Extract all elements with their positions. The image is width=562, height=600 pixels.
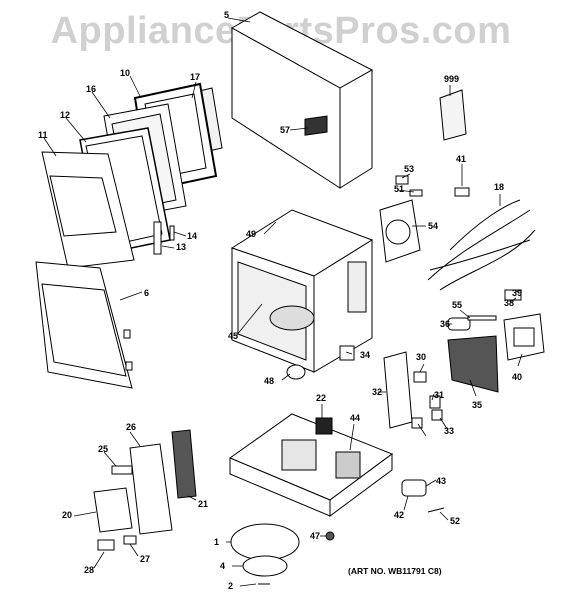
callout-49: 49 (246, 229, 256, 239)
callout-38: 38 (504, 298, 514, 308)
callout-25: 25 (98, 444, 108, 454)
callout-33: 33 (444, 426, 454, 436)
turntable-motor (286, 364, 306, 380)
leader-lines (43, 17, 523, 587)
roller-ring (242, 555, 288, 577)
callout-54: 54 (428, 221, 438, 231)
callout-48: 48 (264, 376, 274, 386)
callout-43: 43 (436, 476, 446, 486)
callout-14: 14 (187, 231, 197, 241)
callout-55: 55 (452, 300, 462, 310)
callout-26: 26 (126, 422, 136, 432)
lever (429, 395, 441, 409)
callout-57: 57 (280, 125, 290, 135)
bracket (97, 539, 115, 551)
base-plate (228, 413, 394, 517)
callout-39: 39 (512, 288, 522, 298)
control-panel (129, 443, 173, 535)
callout-10: 10 (120, 68, 130, 78)
turntable-tray (230, 523, 300, 561)
callout-18: 18 (494, 182, 504, 192)
callout-35: 35 (472, 400, 482, 410)
callout-22: 22 (316, 393, 326, 403)
callout-13: 13 (176, 242, 186, 252)
wire-harness (427, 199, 536, 291)
micro-switch-upper (413, 371, 427, 383)
callout-5: 5 (224, 10, 229, 20)
callout-20: 20 (62, 510, 72, 520)
callout-30: 30 (416, 352, 426, 362)
callout-53: 53 (404, 164, 414, 174)
switch-33 (431, 409, 443, 421)
door-assembly (35, 261, 133, 389)
switch (409, 189, 423, 197)
magnetron-mount (315, 417, 333, 435)
fuse-wire (427, 507, 445, 513)
control-board (171, 429, 197, 499)
switch-holder (383, 351, 413, 429)
noise-filter (467, 315, 497, 321)
callout-32: 32 (372, 387, 382, 397)
callout-36: 36 (440, 319, 450, 329)
callout-17: 17 (190, 72, 200, 82)
membrane-keypad (93, 487, 133, 533)
door-panel (41, 151, 135, 269)
callout-11: 11 (38, 130, 48, 140)
callout-47: 47 (310, 531, 320, 541)
callout-40: 40 (512, 372, 522, 382)
callout-21: 21 (198, 499, 208, 509)
callout-52: 52 (450, 516, 460, 526)
callout-44: 44 (350, 413, 360, 423)
callout-27: 27 (140, 554, 150, 564)
callout-34: 34 (360, 350, 370, 360)
callout-51: 51 (394, 184, 404, 194)
callout-6: 6 (144, 288, 149, 298)
callout-16: 16 (86, 84, 96, 94)
callout-31: 31 (434, 390, 444, 400)
thermal-cutoff (454, 187, 470, 197)
transformer (503, 313, 545, 361)
micro-switch-lower (411, 417, 423, 429)
callout-12: 12 (60, 110, 70, 120)
interlock-switch (339, 345, 355, 361)
fan-motor (379, 199, 421, 263)
callout-2: 2 (228, 581, 233, 591)
callout-42: 42 (394, 510, 404, 520)
display-window (111, 465, 133, 475)
latch-parts (153, 221, 175, 255)
foot (325, 531, 335, 541)
oven-cavity (230, 209, 374, 373)
callout-28: 28 (84, 565, 94, 575)
switch-bracket (395, 175, 409, 185)
outer-case (230, 11, 374, 189)
manual-sheet (439, 89, 467, 141)
duct (447, 335, 499, 393)
fuse-holder (401, 479, 427, 497)
callout-45: 45 (228, 331, 238, 341)
callout-999: 999 (444, 74, 459, 84)
magnetron (335, 451, 361, 479)
callout-4: 4 (220, 561, 225, 571)
knob (123, 535, 137, 545)
art-number: (ART NO. WB11791 C8) (348, 566, 442, 576)
callout-1: 1 (214, 537, 219, 547)
callout-41: 41 (456, 154, 466, 164)
